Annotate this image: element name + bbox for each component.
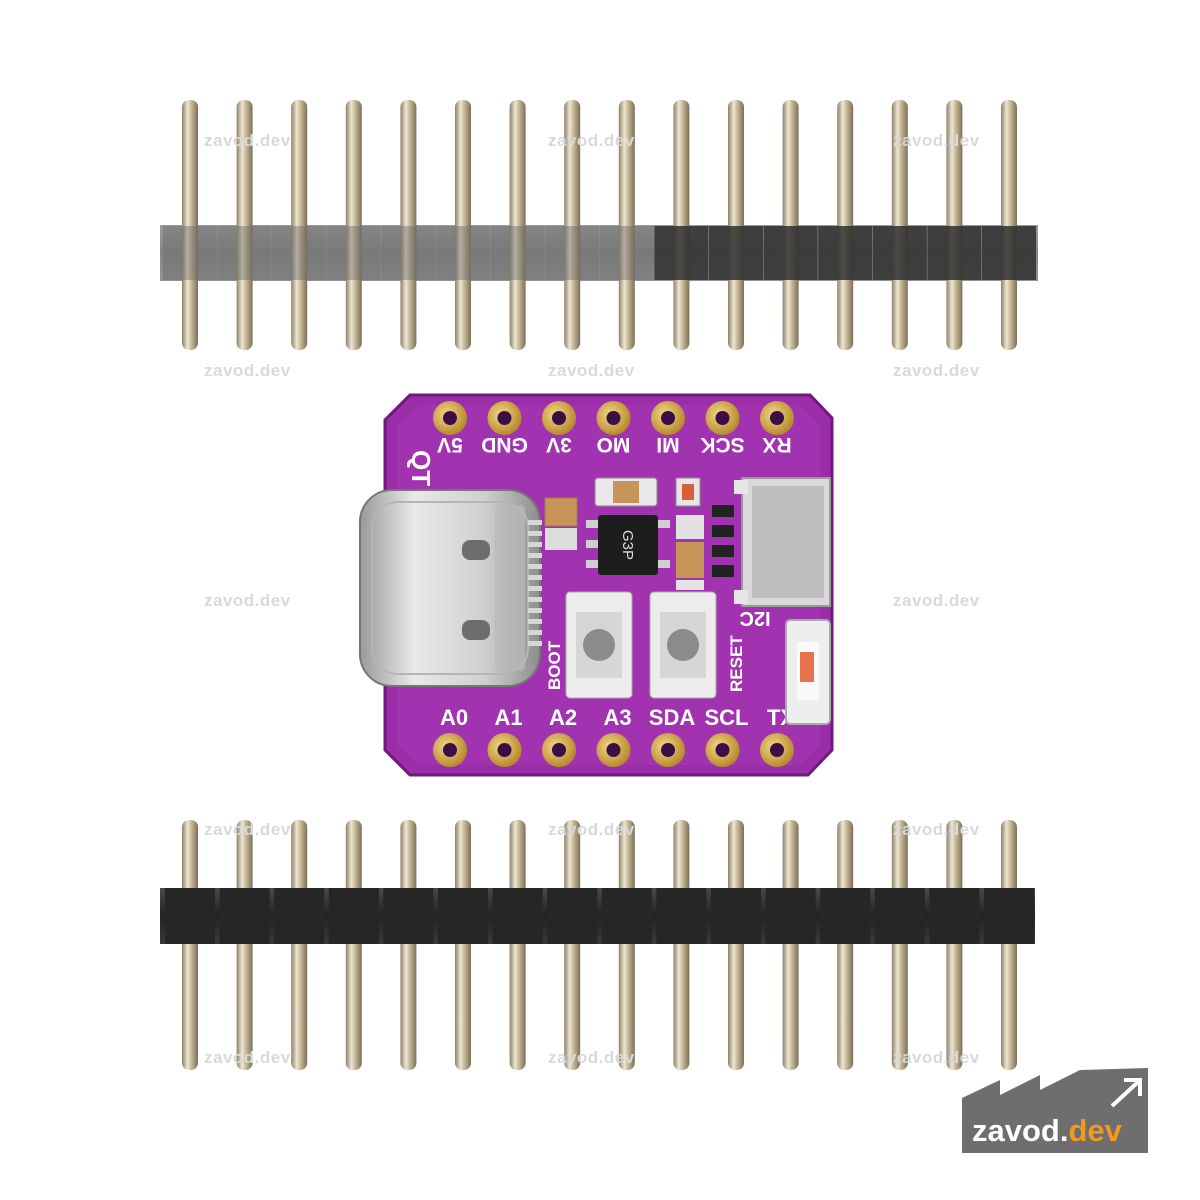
header-pin (874, 820, 925, 1070)
header-pin (163, 100, 217, 350)
watermark: zavod.dev (548, 1048, 635, 1067)
watermark: zavod.dev (548, 820, 635, 839)
header-pin (709, 100, 763, 350)
logo-text: zavod.dev (972, 1113, 1122, 1149)
bottom-pin-label: A0 (440, 705, 468, 730)
watermark: zavod.dev (204, 361, 291, 380)
header-pin (547, 820, 598, 1070)
header-pin (601, 820, 652, 1070)
header-pin (929, 820, 980, 1070)
header-pin (763, 100, 818, 350)
i2c-connector (734, 477, 831, 607)
usb-pin (528, 641, 542, 646)
usb-pin (528, 586, 542, 591)
watermark: zavod.dev (893, 820, 980, 839)
header-pin (765, 820, 816, 1070)
usb-pin (528, 619, 542, 624)
logo (962, 1068, 1148, 1153)
header-pin (436, 100, 490, 350)
top-pin-label: GND (481, 433, 528, 456)
usb-pin (528, 597, 542, 602)
arrow-icon (1110, 1080, 1140, 1108)
watermark: zavod.dev (204, 1048, 291, 1067)
top-pin-label: 5V (437, 433, 463, 456)
top-pin-label: 3V (546, 433, 572, 456)
components: G3P (544, 477, 734, 590)
usb-pin (528, 564, 542, 569)
header-pin (599, 100, 654, 350)
bottom-pin-label: A3 (603, 705, 631, 730)
header-pin (927, 100, 982, 350)
top-pin-label: RX (762, 433, 791, 456)
reset-button[interactable] (649, 591, 717, 699)
logo-name: zavod. (972, 1113, 1069, 1148)
header-pin (872, 100, 927, 350)
header-pin (383, 820, 434, 1070)
header-pin (217, 100, 272, 350)
logo-tld: dev (1068, 1113, 1122, 1148)
watermark: zavod.dev (204, 591, 291, 610)
usb-c-connector (359, 489, 541, 687)
boot-button[interactable] (565, 591, 633, 699)
header-pin (820, 820, 871, 1070)
header-pin (982, 100, 1036, 350)
watermark: zavod.dev (204, 820, 291, 839)
header-pin (711, 820, 761, 1070)
watermark: zavod.dev (893, 131, 980, 150)
usb-pin (528, 608, 542, 613)
top-pin-labels: 5V GND 3V MO MI SCK RX (437, 433, 791, 456)
header-pin (492, 820, 543, 1070)
header-pin (984, 820, 1034, 1070)
chip-marking: G3P (619, 530, 636, 560)
usb-pin (528, 531, 542, 536)
header-pin (381, 100, 436, 350)
bottom-pin-label: SCL (705, 705, 749, 730)
header-pin (219, 820, 270, 1070)
header-pin (654, 100, 709, 350)
top-pin-label: MO (597, 433, 631, 456)
header-pin (326, 100, 381, 350)
header-pin (545, 100, 600, 350)
usb-pin (528, 575, 542, 580)
watermark: zavod.dev (893, 591, 980, 610)
header-pin (165, 820, 215, 1070)
usb-pin (528, 542, 542, 547)
header-pin (274, 820, 325, 1070)
boot-label: BOOT (545, 640, 564, 690)
top-pin-label: MI (656, 433, 679, 456)
neopixel-led (785, 619, 831, 725)
reset-label: RESET (727, 635, 746, 692)
top-pads (433, 401, 794, 435)
header-pin (328, 820, 379, 1070)
bottom-pin-label: A2 (549, 705, 577, 730)
usb-pin (528, 520, 542, 525)
watermark: zavod.dev (893, 361, 980, 380)
watermark: zavod.dev (548, 131, 635, 150)
bottom-pin-label: A1 (494, 705, 522, 730)
watermark: zavod.dev (204, 131, 291, 150)
header-pin (272, 100, 327, 350)
top-pin-header (160, 100, 1038, 350)
bottom-pin-label: SDA (649, 705, 696, 730)
usb-pin (528, 553, 542, 558)
header-pin (438, 820, 488, 1070)
top-pin-label: SCK (700, 433, 744, 456)
watermark: zavod.dev (893, 1048, 980, 1067)
watermark: zavod.dev (548, 361, 635, 380)
usb-pin (528, 630, 542, 635)
bottom-pads (433, 733, 794, 767)
i2c-label: I2C (739, 607, 770, 629)
header-pin (490, 100, 545, 350)
header-pin (656, 820, 707, 1070)
bottom-pin-header (160, 820, 1035, 1070)
usb-pins (528, 520, 542, 646)
header-pin (818, 100, 873, 350)
